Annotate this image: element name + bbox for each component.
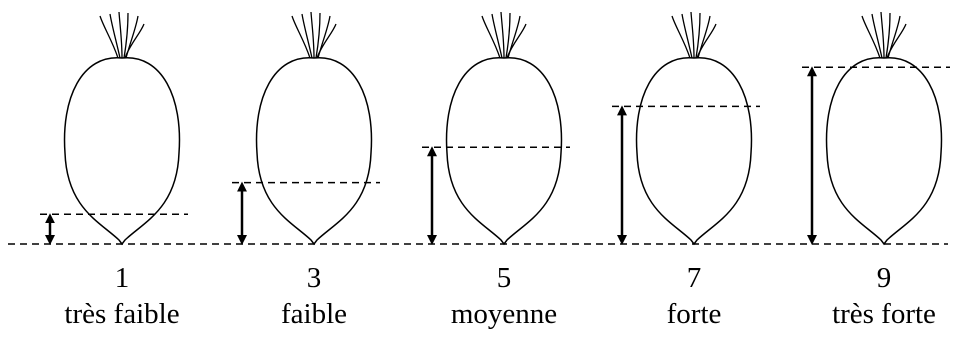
score-label: 3: [306, 262, 322, 294]
leaf-stroke: [500, 11, 505, 59]
leaf-tuft-icon: [481, 11, 527, 59]
score-label: 9: [876, 262, 892, 294]
root-outline: [635, 57, 753, 246]
leaf-stroke: [310, 11, 315, 59]
score-label: 5: [496, 262, 512, 294]
leaf-stroke: [481, 15, 501, 59]
leaf-tuft-icon: [861, 11, 907, 59]
leaf-stroke: [506, 23, 527, 59]
leaf-tuft-icon: [291, 11, 337, 59]
leaf-stroke: [301, 13, 313, 59]
root-outline: [445, 57, 563, 246]
root-figure-7: [612, 11, 760, 246]
root-outline: [255, 57, 373, 246]
root-figure-3: [232, 11, 380, 246]
root-outline: [63, 57, 181, 246]
leaf-tuft-icon: [99, 11, 145, 59]
description-label: faible: [280, 298, 348, 330]
description-label: très faible: [64, 298, 180, 330]
leaf-tuft-icon: [671, 11, 717, 59]
leaf-stroke: [315, 12, 321, 59]
description-label: très forte: [832, 298, 936, 330]
leaf-stroke: [316, 23, 337, 59]
leaf-stroke: [124, 23, 145, 59]
description-label: forte: [666, 298, 722, 330]
leaf-stroke: [690, 11, 695, 59]
leaf-stroke: [695, 12, 701, 59]
leaf-stroke: [109, 13, 121, 59]
leaf-stroke: [681, 13, 693, 59]
leaf-stroke: [505, 12, 511, 59]
leaf-stroke: [99, 15, 119, 59]
root-figure-1: [40, 11, 188, 246]
leaf-stroke: [861, 15, 881, 59]
leaf-stroke: [291, 15, 311, 59]
leaf-stroke: [880, 11, 885, 59]
leaf-stroke: [696, 23, 717, 59]
leaf-stroke: [886, 23, 907, 59]
root-figure-9: [802, 11, 950, 246]
root-figure-5: [422, 11, 570, 246]
description-label: moyenne: [450, 298, 558, 330]
score-label: 7: [686, 262, 702, 294]
leaf-stroke: [885, 12, 891, 59]
score-label: 1: [114, 262, 130, 294]
leaf-stroke: [871, 13, 883, 59]
leaf-stroke: [491, 13, 503, 59]
leaf-stroke: [671, 15, 691, 59]
leaf-stroke: [123, 12, 129, 59]
root-outline: [825, 57, 943, 246]
leaf-stroke: [118, 11, 123, 59]
